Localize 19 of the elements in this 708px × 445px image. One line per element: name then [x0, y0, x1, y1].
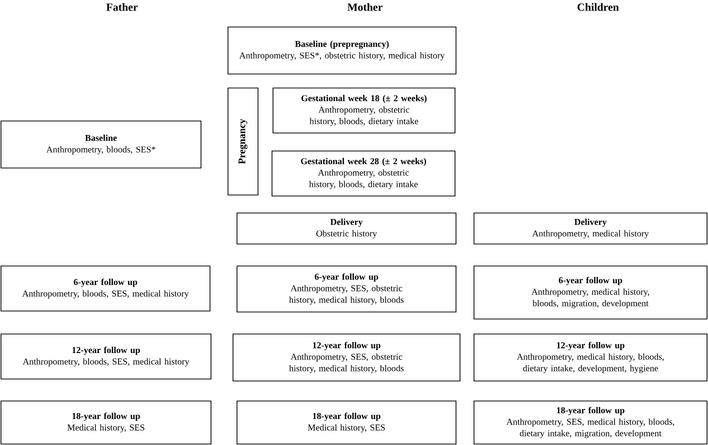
column-heading: Mother — [347, 3, 382, 11]
phase-band: Pregnancy — [228, 88, 258, 196]
stage-box: Delivery Obstetric history — [236, 212, 456, 244]
stage-box: Baseline Anthropometry, bloods, SES* — [0, 120, 202, 168]
stage-box: Delivery Anthropometry, medical history — [474, 212, 708, 244]
column-heading: Father — [106, 3, 138, 11]
stage-box: 6-year follow up Anthropometry, SES, obstetric history, medical history, bloods — [236, 266, 456, 312]
stage-box: 6-year follow up Anthropometry, bloods, SES, medical history — [0, 266, 210, 312]
stage-box: Gestational week 28 (± 2 weeks) Anthropometry, obstetric history, bloods, dietary intake — [272, 150, 456, 196]
stage-box: 18-year follow up Anthropometry, SES, medical history, bloods, dietary intake, migration, development — [474, 400, 708, 444]
stage-box: Gestational week 18 (± 2 weeks) Anthropometry, obstetric history, bloods, dietary intake — [272, 88, 456, 134]
stage-box: 12-year follow up Anthropometry, medical history, bloods, dietary intake, development, hygiene — [474, 334, 708, 382]
stage-box: 12-year follow up Anthropometry, bloods, SES, medical history — [0, 334, 212, 380]
stage-box: 6-year follow up Anthropometry, medical history, bloods, migration, development — [474, 266, 708, 320]
stage-box: 12-year follow up Anthropometry, SES, obstetric history, medical history, bloods — [232, 334, 460, 382]
stage-box: 18-year follow up Medical history, SES — [236, 400, 456, 444]
stage-box: 18-year follow up Medical history, SES — [0, 400, 212, 444]
column-heading: Children — [578, 3, 619, 11]
stage-box: Baseline (prepregnancy) Anthropometry, SES*, obstetric history, medical history — [228, 26, 456, 74]
